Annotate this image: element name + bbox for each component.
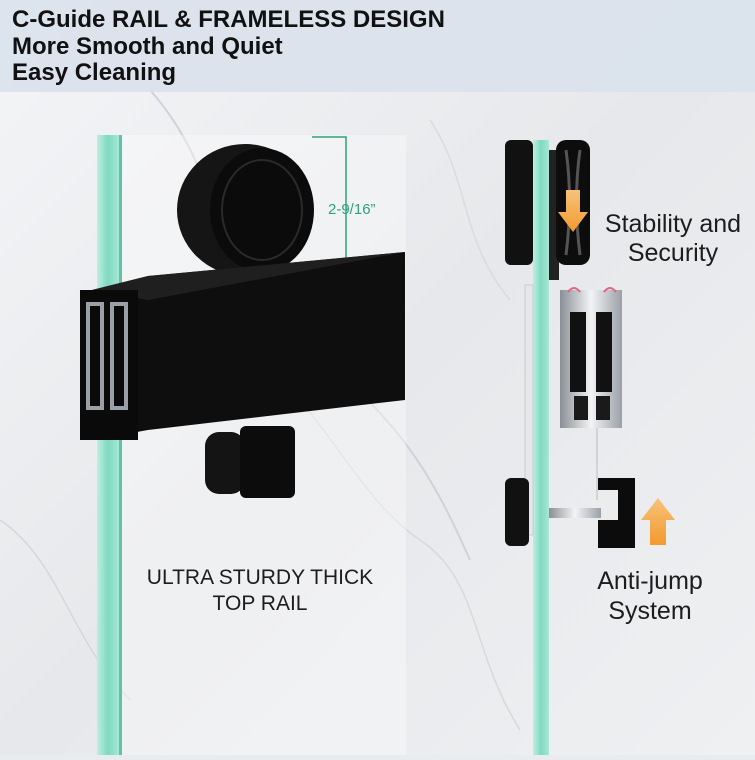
rail-cross-foot [574, 396, 588, 420]
up-arrow-icon [641, 498, 675, 545]
rail-cross-slot [570, 312, 586, 392]
roller-side-cap [505, 140, 533, 265]
header-feature: Easy Cleaning [12, 59, 177, 86]
rail-cross-section [560, 290, 622, 428]
rail-cross-foot [596, 396, 610, 420]
roller-wheel-ring [221, 159, 303, 261]
header-title: C-Guide RAIL & FRAMELESS DESIGN [12, 6, 445, 33]
marble-vein [259, 359, 521, 731]
roller-wheel-face [210, 148, 314, 272]
marble-vein [429, 119, 511, 301]
contact-mark [603, 287, 617, 293]
antijump-bolt [549, 508, 601, 518]
glass-clamp-bracket [240, 426, 295, 498]
rail-caption-line1: ULTRA STURDY THICK [146, 566, 374, 589]
antijump-block [598, 478, 635, 548]
antijump-callout-line1: Anti-jump [597, 567, 703, 595]
stability-callout: Stability and Security [588, 210, 755, 268]
stability-callout-line2: Security [627, 239, 719, 267]
antijump-callout: Anti-jump System [565, 566, 735, 626]
down-arrow-icon [558, 190, 588, 232]
top-rail-top-face [92, 252, 405, 300]
roller-axle [549, 150, 559, 280]
top-rail [92, 252, 405, 440]
glass-clamp [205, 432, 245, 494]
rail-profile-inner [90, 306, 100, 406]
rail-profile-inner [114, 306, 124, 406]
rail-caption-line2: TOP RAIL [212, 592, 308, 615]
dimension-label: 2-9/16” [328, 201, 376, 218]
header-banner: C-Guide RAIL & FRAMELESS DESIGN More Smo… [0, 0, 755, 92]
antijump-cap [505, 478, 529, 546]
side-glass-edge [533, 140, 549, 755]
contact-mark [567, 287, 581, 293]
header-subtitle: More Smooth and Quiet [12, 33, 283, 60]
stability-callout-line1: Stability and [604, 210, 742, 238]
antijump-callout-line2: System [608, 597, 692, 625]
glass-edge [97, 135, 119, 755]
rail-caption: ULTRA STURDY THICK TOP RAIL [110, 565, 410, 617]
glass-edge-line [119, 135, 122, 755]
rail-cross-slot [596, 312, 612, 392]
